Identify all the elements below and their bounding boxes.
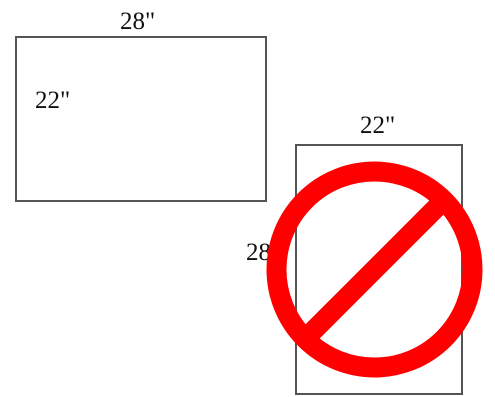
prohibited-slash — [298, 193, 451, 346]
landscape-frame — [15, 36, 267, 202]
prohibited-icon — [266, 161, 483, 378]
portrait-width-label: 22" — [360, 112, 396, 139]
landscape-height-label: 22" — [35, 87, 71, 114]
landscape-width-label: 28" — [120, 8, 156, 35]
prohibited-circle — [266, 161, 483, 378]
